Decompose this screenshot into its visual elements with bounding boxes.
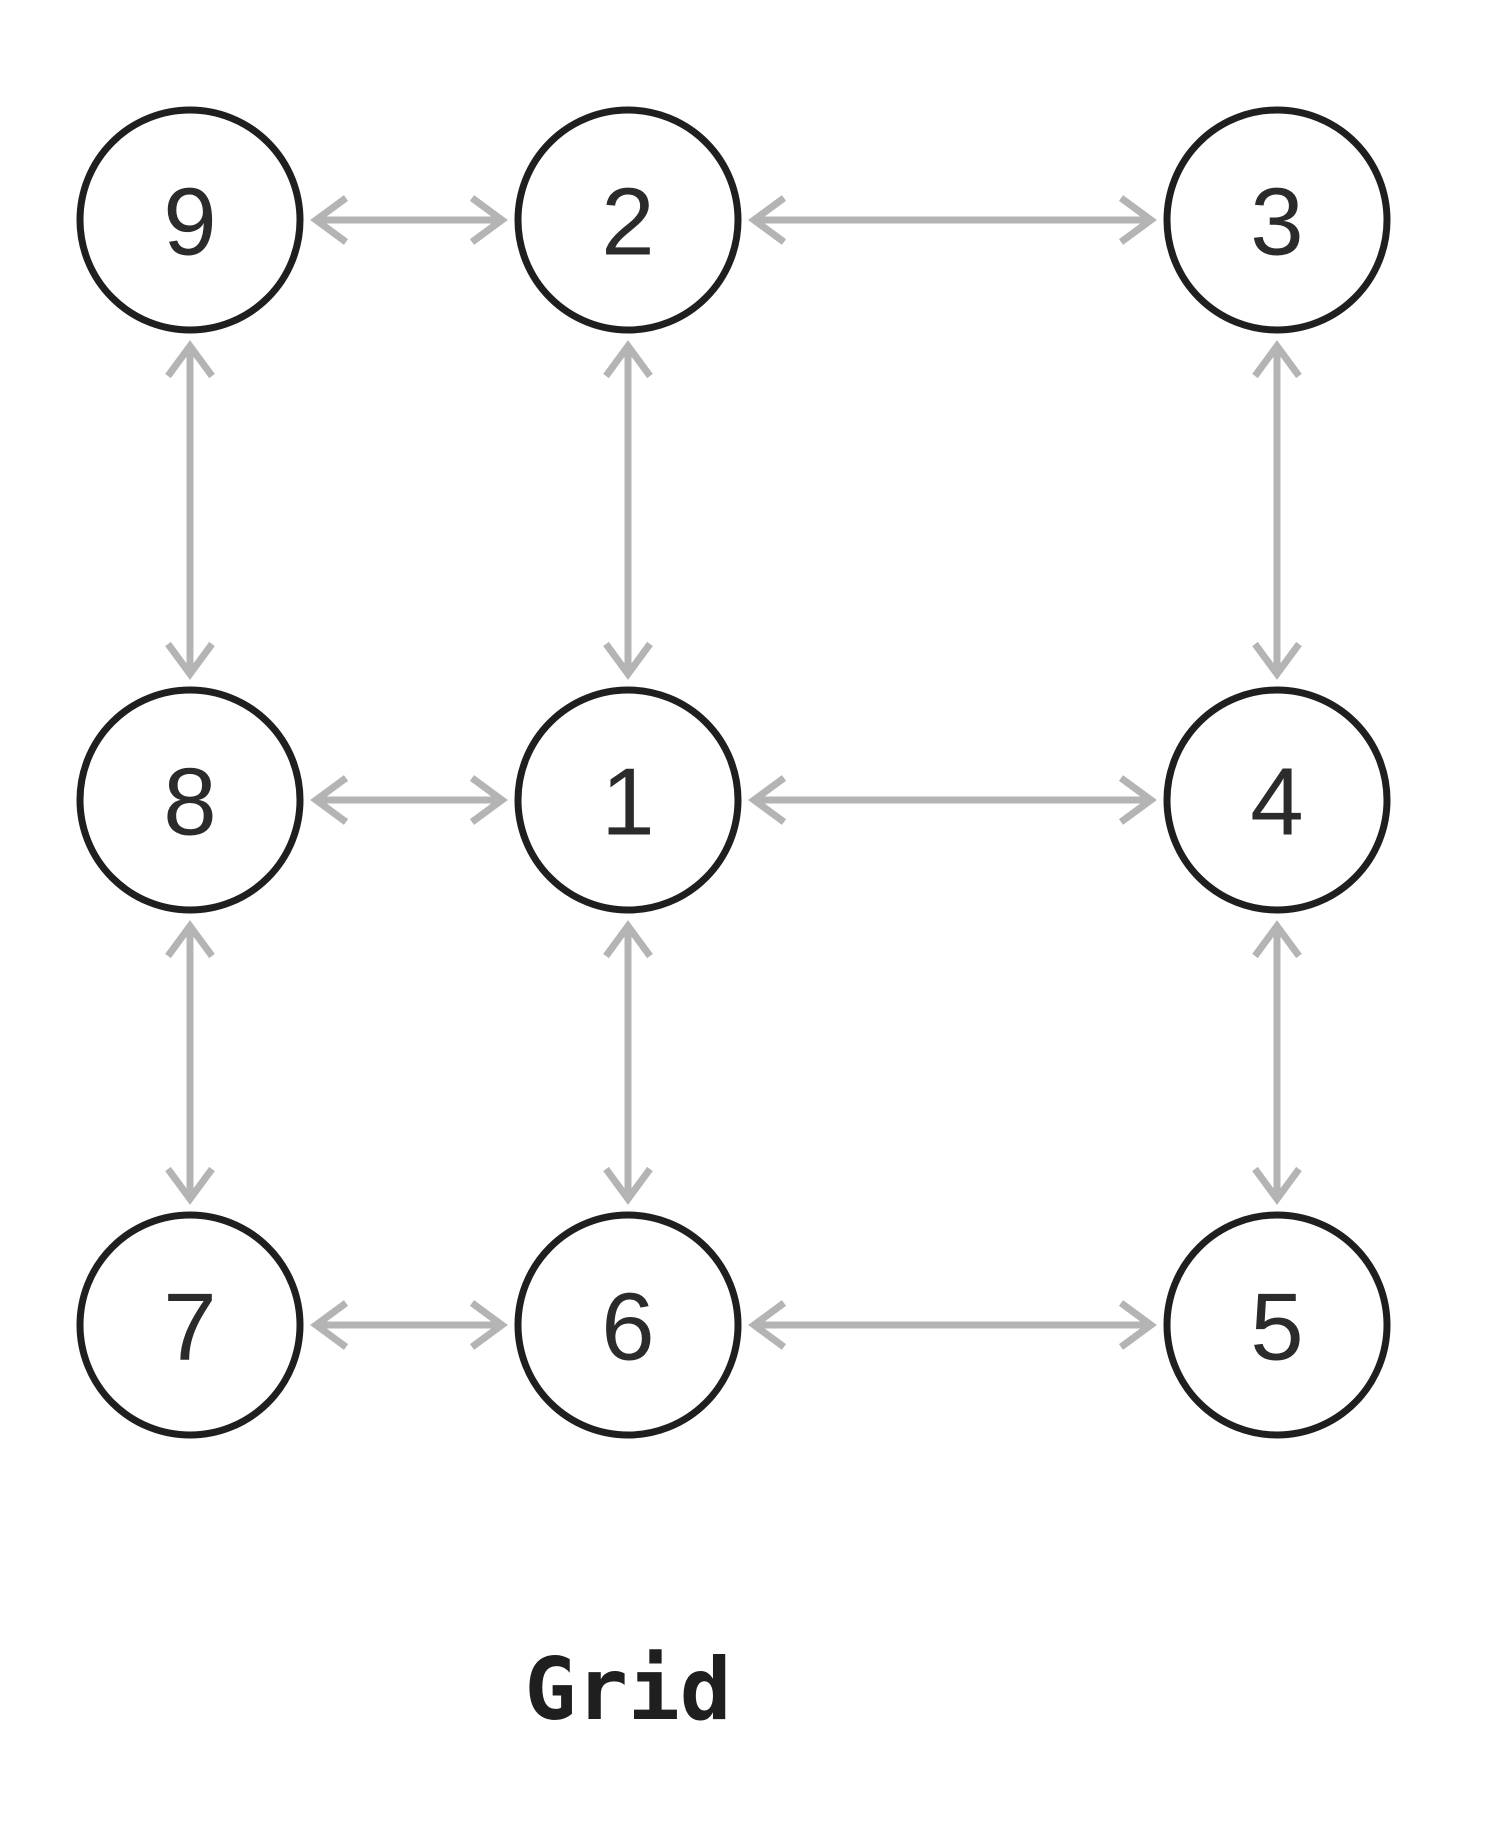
graph-node-3[interactable]: 3 [1163, 106, 1391, 334]
node-circle[interactable] [514, 686, 742, 914]
edge-2-3 [748, 195, 1157, 245]
node-circle[interactable] [1163, 1211, 1391, 1439]
arrowhead-icon [1118, 1300, 1157, 1350]
arrowhead-icon [310, 775, 349, 825]
node-circle[interactable] [76, 686, 304, 914]
node-label: 2 [601, 169, 654, 276]
arrowhead-icon [603, 641, 653, 680]
arrowhead-icon [165, 920, 215, 959]
node-circle[interactable] [514, 1211, 742, 1439]
graph-node-2[interactable]: 2 [514, 106, 742, 334]
arrowhead-icon [165, 1166, 215, 1205]
arrowhead-icon [469, 1300, 508, 1350]
arrowhead-icon [1118, 775, 1157, 825]
edge-8-1 [310, 775, 508, 825]
edge-1-4 [748, 775, 1157, 825]
arrowhead-icon [748, 1300, 787, 1350]
arrowhead-icon [1118, 195, 1157, 245]
graph-node-6[interactable]: 6 [514, 1211, 742, 1439]
arrowhead-icon [603, 920, 653, 959]
arrowhead-icon [748, 195, 787, 245]
edges-layer [165, 195, 1302, 1350]
graph-node-4[interactable]: 4 [1163, 686, 1391, 914]
node-label: 4 [1250, 749, 1303, 856]
graph-node-9[interactable]: 9 [76, 106, 304, 334]
diagram-title: Grid [524, 1640, 731, 1740]
arrowhead-icon [310, 195, 349, 245]
node-label: 7 [163, 1274, 216, 1381]
graph-node-1[interactable]: 1 [514, 686, 742, 914]
edge-7-6 [310, 1300, 508, 1350]
edge-4-5 [1252, 920, 1302, 1205]
arrowhead-icon [603, 1166, 653, 1205]
arrowhead-icon [310, 1300, 349, 1350]
node-circle[interactable] [514, 106, 742, 334]
node-circle[interactable] [1163, 106, 1391, 334]
node-circle[interactable] [76, 1211, 304, 1439]
edge-9-8 [165, 340, 215, 680]
arrowhead-icon [469, 775, 508, 825]
arrowhead-icon [469, 195, 508, 245]
node-label: 3 [1250, 169, 1303, 276]
node-label: 6 [601, 1274, 654, 1381]
node-circle[interactable] [76, 106, 304, 334]
nodes-layer: 9 2 3 8 1 4 7 6 5 [76, 106, 1391, 1439]
arrowhead-icon [165, 340, 215, 379]
edge-1-6 [603, 920, 653, 1205]
edge-8-7 [165, 920, 215, 1205]
node-label: 5 [1250, 1274, 1303, 1381]
node-circle[interactable] [1163, 686, 1391, 914]
arrowhead-icon [748, 775, 787, 825]
edge-9-2 [310, 195, 508, 245]
arrowhead-icon [165, 641, 215, 680]
node-label: 8 [163, 749, 216, 856]
graph-node-8[interactable]: 8 [76, 686, 304, 914]
graph-node-7[interactable]: 7 [76, 1211, 304, 1439]
edge-2-1 [603, 340, 653, 680]
arrowhead-icon [1252, 641, 1302, 680]
arrowhead-icon [1252, 1166, 1302, 1205]
node-label: 1 [601, 749, 654, 856]
node-label: 9 [163, 169, 216, 276]
edge-3-4 [1252, 340, 1302, 680]
arrowhead-icon [603, 340, 653, 379]
arrowhead-icon [1252, 920, 1302, 959]
graph-node-5[interactable]: 5 [1163, 1211, 1391, 1439]
arrowhead-icon [1252, 340, 1302, 379]
edge-6-5 [748, 1300, 1157, 1350]
